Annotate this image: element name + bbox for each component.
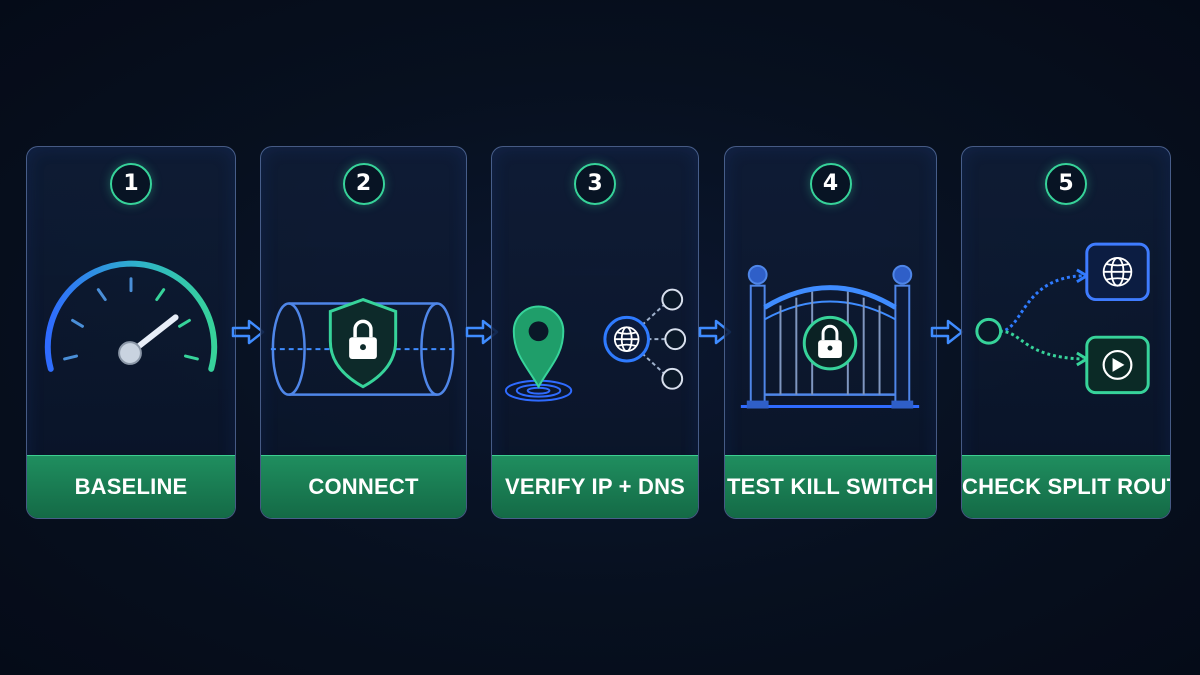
- step-label-test-kill-switch: TEST KILL SWITCH: [725, 455, 936, 518]
- locked-gate-icon: [740, 264, 920, 409]
- step-number-badge: 4: [809, 163, 852, 205]
- step-card-baseline: 1 BASELIN: [26, 146, 236, 519]
- shield-tunnel-icon: [270, 297, 456, 396]
- step-number-badge: 5: [1045, 163, 1087, 205]
- arrow-right-icon: [698, 319, 732, 345]
- step-number-badge: 1: [110, 163, 152, 205]
- step-label-verify-ip-dns: VERIFY IP + DNS: [492, 455, 698, 518]
- arrow-right-icon: [930, 319, 964, 345]
- step-card-verify-ip-dns: 3 VERIFY IP + DNS: [491, 146, 699, 519]
- step-number-badge: 3: [574, 163, 616, 205]
- step-card-check-split-routes: 5 CHECK SPLIT ROUTES: [961, 146, 1171, 519]
- step-label-check-split-routes: CHECK SPLIT ROUTES: [962, 455, 1170, 518]
- location-pin-globe-network-icon: [504, 288, 687, 402]
- arrow-right-icon: [465, 319, 499, 345]
- speedometer-icon: [44, 260, 218, 372]
- step-card-connect: 2 CONNECT: [260, 146, 467, 519]
- split-route-icon: [975, 242, 1150, 395]
- step-number-badge: 2: [342, 163, 385, 205]
- step-label-baseline: BASELINE: [27, 455, 235, 518]
- step-label-connect: CONNECT: [261, 455, 466, 518]
- step-card-test-kill-switch: 4 TEST KILL SWITCH: [724, 146, 937, 519]
- arrow-right-icon: [231, 319, 265, 345]
